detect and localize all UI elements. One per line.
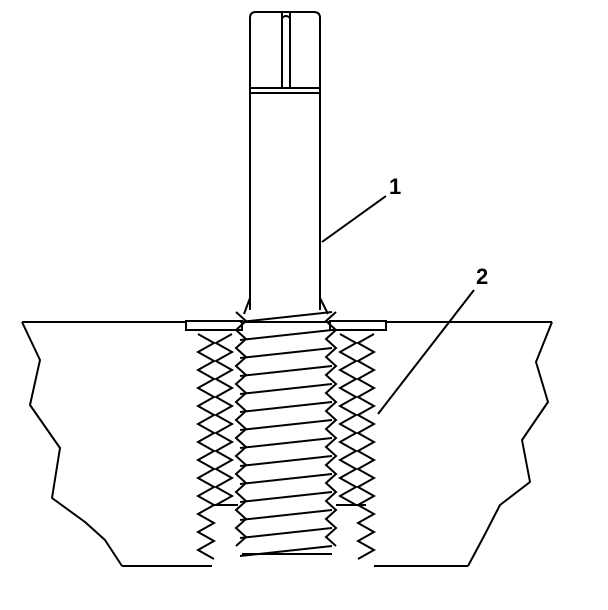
tool-thread-crest-line [239, 347, 333, 359]
callout-1-label: 1 [389, 174, 401, 199]
tool-thread-crest-line [239, 473, 333, 485]
tool-head-slot-cap [281, 15, 291, 19]
tool-thread-crest-line [239, 401, 333, 413]
workpiece-right-break-edge [467, 321, 553, 567]
tool-thread-crest-line [239, 509, 333, 521]
callout-leaders [321, 195, 475, 415]
bore-thread-right-inner [337, 333, 359, 506]
tool-shank [249, 11, 321, 310]
tool-thread-crest-line [239, 365, 333, 377]
insert-flange-right [329, 320, 387, 331]
tool-shank-chamfer [243, 297, 329, 315]
tool-thread-crest-line [239, 455, 333, 467]
bore-thread-right-outer [355, 333, 377, 560]
bore-thread-left-outer [195, 333, 217, 560]
tool-thread-crest-line [239, 383, 333, 395]
callout-2-leader [377, 289, 475, 415]
tool-thread-crest-line [239, 311, 333, 323]
insert-flange-left [185, 320, 243, 331]
tool-thread-crest-line [239, 329, 333, 341]
tool-thread-crest-line [239, 437, 333, 449]
tool-thread-crest-line [239, 491, 333, 503]
tool-thread-right-profile [324, 311, 338, 547]
tool-external-threads [234, 311, 338, 557]
installer-tool [243, 11, 329, 315]
bore-thread-left-inner [213, 333, 235, 506]
bore-internal-threads [195, 333, 377, 560]
tool-thread-crest-line [239, 527, 333, 539]
workpiece-left-break-edge [21, 321, 123, 567]
callout-2-label: 2 [476, 264, 488, 289]
callout-1-leader [321, 195, 387, 243]
workpiece-block [21, 321, 553, 567]
tool-thread-crest-line [239, 419, 333, 431]
